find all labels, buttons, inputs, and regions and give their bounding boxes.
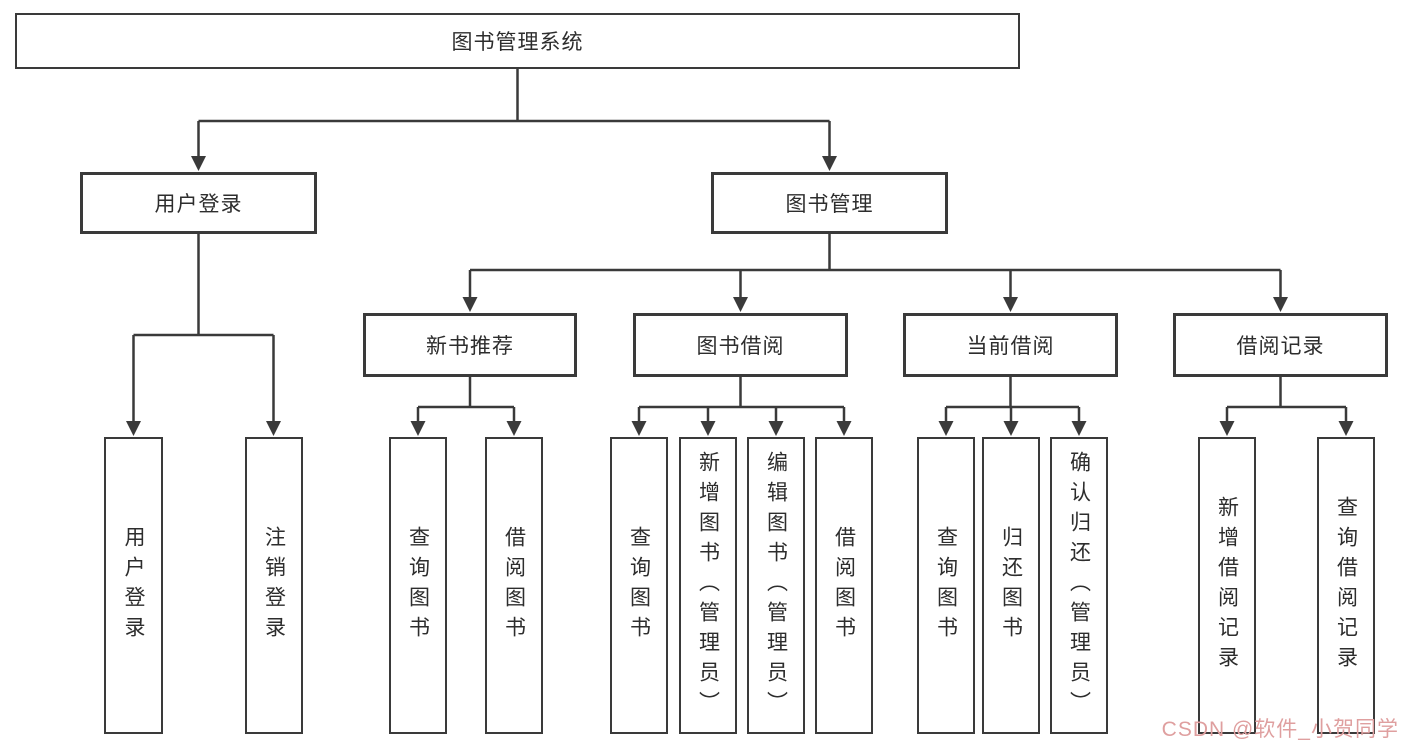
leaf-query-books-current: 查询图书 <box>917 437 975 734</box>
leaf-logout-login: 注销登录 <box>245 437 303 734</box>
node-current-borrowing: 当前借阅 <box>903 313 1118 377</box>
leaf-query-books-recommend-label: 查询图书 <box>406 525 430 646</box>
leaf-query-borrow-record: 查询借阅记录 <box>1317 437 1375 734</box>
leaf-borrow-books-borrowing-label: 借阅图书 <box>832 525 856 646</box>
leaf-borrow-books-recommend: 借阅图书 <box>485 437 543 734</box>
leaf-query-books-current-label: 查询图书 <box>934 525 958 646</box>
leaf-user-login: 用户登录 <box>104 437 163 734</box>
leaf-user-login-label: 用户登录 <box>122 525 145 646</box>
leaf-query-borrow-record-label: 查询借阅记录 <box>1334 495 1358 676</box>
node-new-book-recommendation: 新书推荐 <box>363 313 577 377</box>
leaf-logout-login-label: 注销登录 <box>262 525 286 646</box>
node-book-management: 图书管理 <box>711 172 948 234</box>
leaf-edit-books-admin-label: 编辑图书（管理员） <box>764 450 788 721</box>
leaf-add-books-admin-label: 新增图书（管理员） <box>696 450 720 721</box>
leaf-confirm-return-admin-label: 确认归还（管理员） <box>1067 450 1091 721</box>
node-borrowing-records: 借阅记录 <box>1173 313 1388 377</box>
leaf-return-books: 归还图书 <box>982 437 1040 734</box>
leaf-add-borrow-record-label: 新增借阅记录 <box>1215 495 1239 676</box>
leaf-confirm-return-admin: 确认归还（管理员） <box>1050 437 1108 734</box>
leaf-add-books-admin: 新增图书（管理员） <box>679 437 737 734</box>
leaf-query-books-borrowing: 查询图书 <box>610 437 668 734</box>
leaf-add-borrow-record: 新增借阅记录 <box>1198 437 1256 734</box>
leaf-borrow-books-recommend-label: 借阅图书 <box>502 525 526 646</box>
leaf-edit-books-admin: 编辑图书（管理员） <box>747 437 805 734</box>
leaf-borrow-books-borrowing: 借阅图书 <box>815 437 873 734</box>
leaf-query-books-recommend: 查询图书 <box>389 437 447 734</box>
node-library-system: 图书管理系统 <box>15 13 1020 69</box>
arrowheads <box>126 156 1354 436</box>
node-book-borrowing: 图书借阅 <box>633 313 848 377</box>
leaf-return-books-label: 归还图书 <box>999 525 1023 646</box>
node-user-login: 用户登录 <box>80 172 317 234</box>
leaf-query-books-borrowing-label: 查询图书 <box>627 525 651 646</box>
csdn-watermark: CSDN @软件_小贺同学 <box>1161 718 1399 741</box>
